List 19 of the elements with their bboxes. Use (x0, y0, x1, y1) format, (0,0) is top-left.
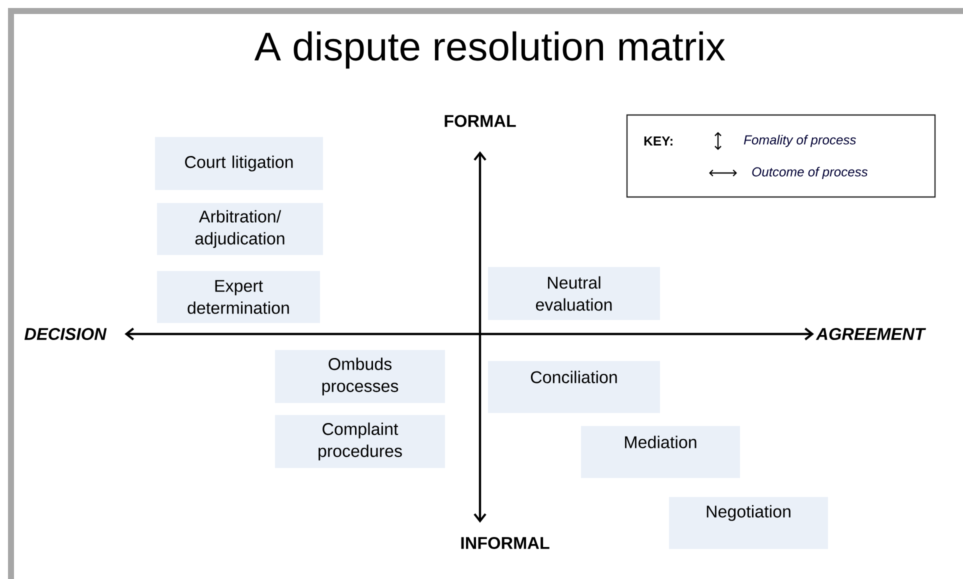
axis-arrow (474, 151, 486, 523)
process-box: Expert determination (157, 271, 320, 323)
axis-label: FORMAL (444, 114, 516, 128)
process-box: Arbitration/ adjudication (157, 203, 323, 255)
axis-label: INFORMAL (461, 536, 550, 550)
process-box: Negotiation (669, 497, 828, 549)
title: A dispute resolution matrix (254, 31, 726, 69)
axis-arrow (124, 328, 814, 340)
process-box: Mediation (581, 426, 740, 478)
axis-label: DECISION (24, 328, 107, 340)
axis-label: AGREEMENT (816, 328, 926, 340)
process-box: Court litigation (155, 137, 323, 190)
key-label: KEY: (644, 136, 672, 146)
process-box: Complaint procedures (275, 415, 445, 468)
legend-text: Outcome of process (752, 166, 868, 180)
legend-text: Fomality of process (744, 134, 856, 148)
process-box: Ombuds processes (275, 350, 445, 403)
process-box: Neutral evaluation (488, 267, 660, 320)
process-box: Conciliation (488, 361, 660, 413)
